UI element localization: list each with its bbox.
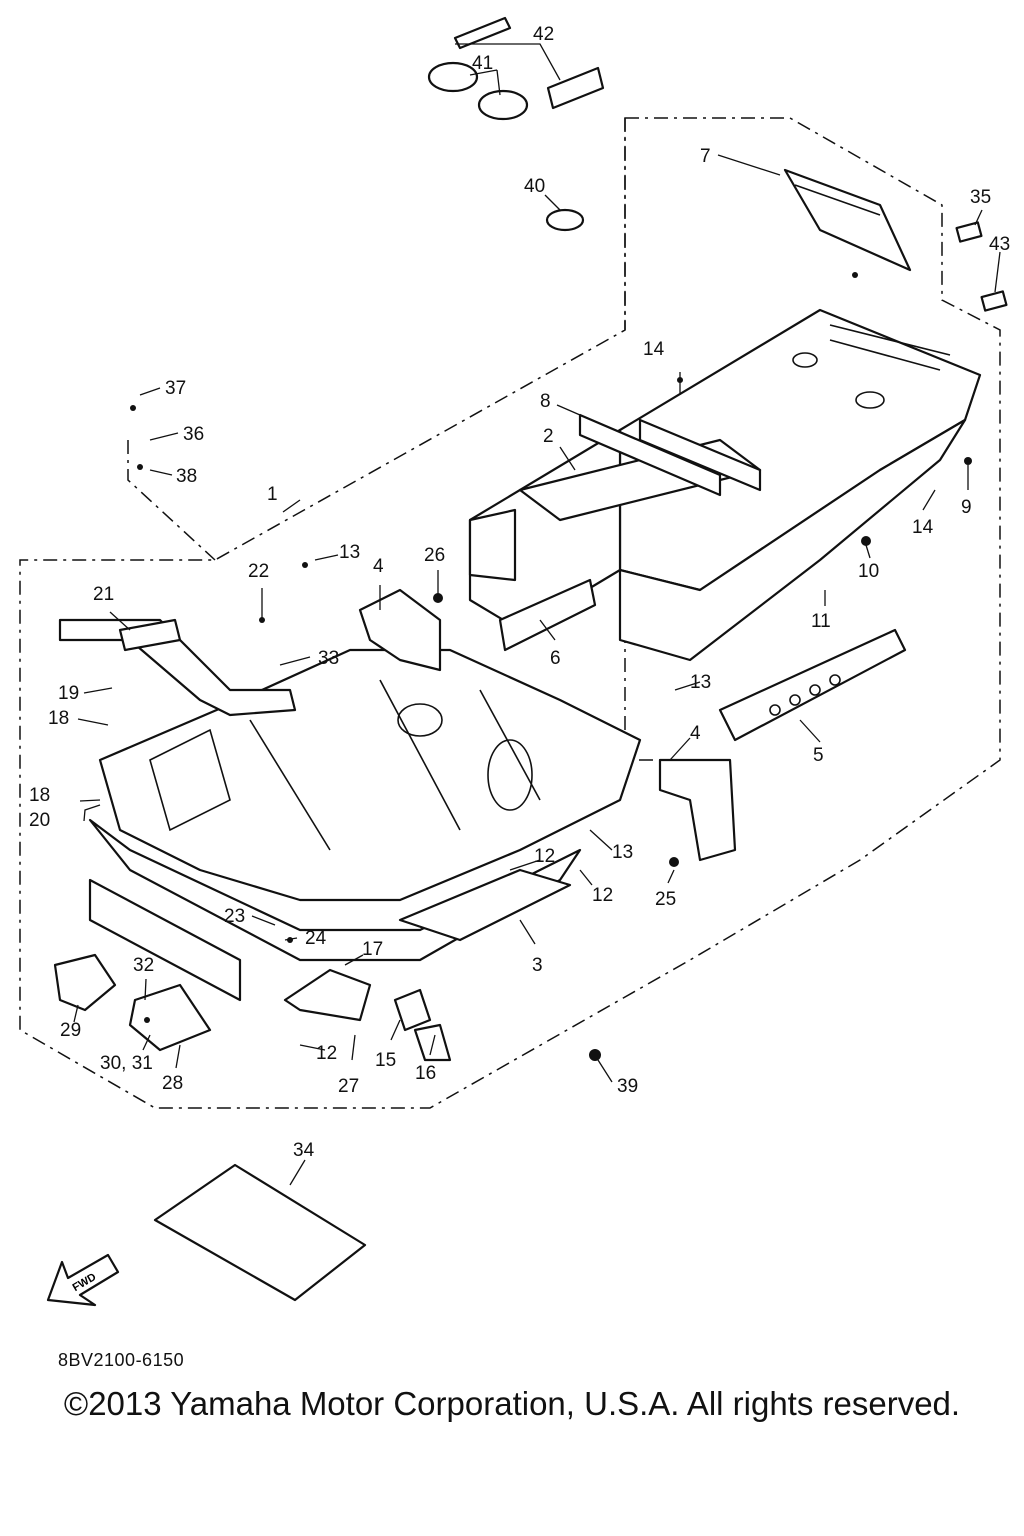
floor-mat (153, 1163, 367, 1302)
callout-26: 26 (424, 545, 445, 566)
fasteners (130, 272, 972, 1061)
callout-17: 17 (362, 939, 383, 960)
callout-5: 5 (813, 745, 824, 766)
pads (427, 16, 1008, 312)
fwd-arrow: FWD (46, 1253, 120, 1307)
callout-27: 27 (338, 1076, 359, 1097)
callout-24: 24 (305, 928, 327, 949)
footrest-plate (398, 868, 572, 942)
callout-9: 9 (961, 497, 972, 518)
callout-29: 29 (60, 1020, 81, 1041)
callout-25: 25 (655, 889, 676, 910)
grips (53, 953, 452, 1062)
callout-21: 21 (93, 584, 114, 605)
callout-4-rear: 4 (690, 723, 701, 744)
callout-13-b: 13 (690, 672, 711, 693)
callout-42: 42 (533, 24, 554, 45)
callout-33: 33 (318, 648, 339, 669)
callout-30-31: 30, 31 (100, 1053, 153, 1074)
callout-35: 35 (970, 187, 991, 208)
callout-11: 11 (811, 611, 831, 632)
callout-18-b: 18 (29, 785, 50, 806)
callout-labels: 1 2 3 4 5 6 7 8 9 10 11 12 13 14 15 16 1… (29, 24, 1010, 1161)
callout-13: 13 (339, 542, 360, 563)
callout-12-c: 12 (316, 1043, 337, 1064)
callout-13-c: 13 (612, 842, 633, 863)
side-bracket (468, 508, 597, 652)
callout-41: 41 (472, 53, 493, 74)
callout-36: 36 (183, 424, 204, 445)
seat-rail (578, 413, 762, 497)
callout-23: 23 (224, 906, 245, 927)
callout-37: 37 (165, 378, 186, 399)
callout-22: 22 (248, 561, 269, 582)
callout-6: 6 (550, 648, 561, 669)
callout-28: 28 (162, 1073, 183, 1094)
callout-7: 7 (700, 146, 711, 167)
callout-14: 14 (643, 339, 665, 360)
callout-1: 1 (267, 484, 278, 505)
callout-16: 16 (415, 1063, 436, 1084)
leader-lines (73, 43, 1001, 1186)
callout-4: 4 (373, 556, 384, 577)
callout-3: 3 (532, 955, 543, 976)
callout-12-b: 12 (592, 885, 613, 906)
callout-32: 32 (133, 955, 154, 976)
side-rail (718, 628, 907, 742)
copyright-notice: ©2013 Yamaha Motor Corporation, U.S.A. A… (63, 1385, 961, 1422)
callout-20: 20 (29, 810, 50, 831)
rear-bracket (783, 168, 912, 272)
callout-34: 34 (293, 1140, 315, 1161)
callout-38: 38 (176, 466, 197, 487)
callout-2: 2 (543, 426, 554, 447)
callout-10: 10 (858, 561, 879, 582)
callout-39: 39 (617, 1076, 638, 1097)
callout-18: 18 (48, 708, 69, 729)
callout-12: 12 (534, 846, 555, 867)
drawing-code: 8BV2100-6150 (58, 1350, 185, 1370)
callout-15: 15 (375, 1050, 396, 1071)
rear-tunnel (468, 308, 982, 662)
callout-19: 19 (58, 683, 79, 704)
callout-40: 40 (524, 176, 545, 197)
callout-8: 8 (540, 391, 551, 412)
front-bumper (58, 618, 297, 717)
callout-43: 43 (989, 234, 1010, 255)
callout-14-b: 14 (912, 517, 934, 538)
